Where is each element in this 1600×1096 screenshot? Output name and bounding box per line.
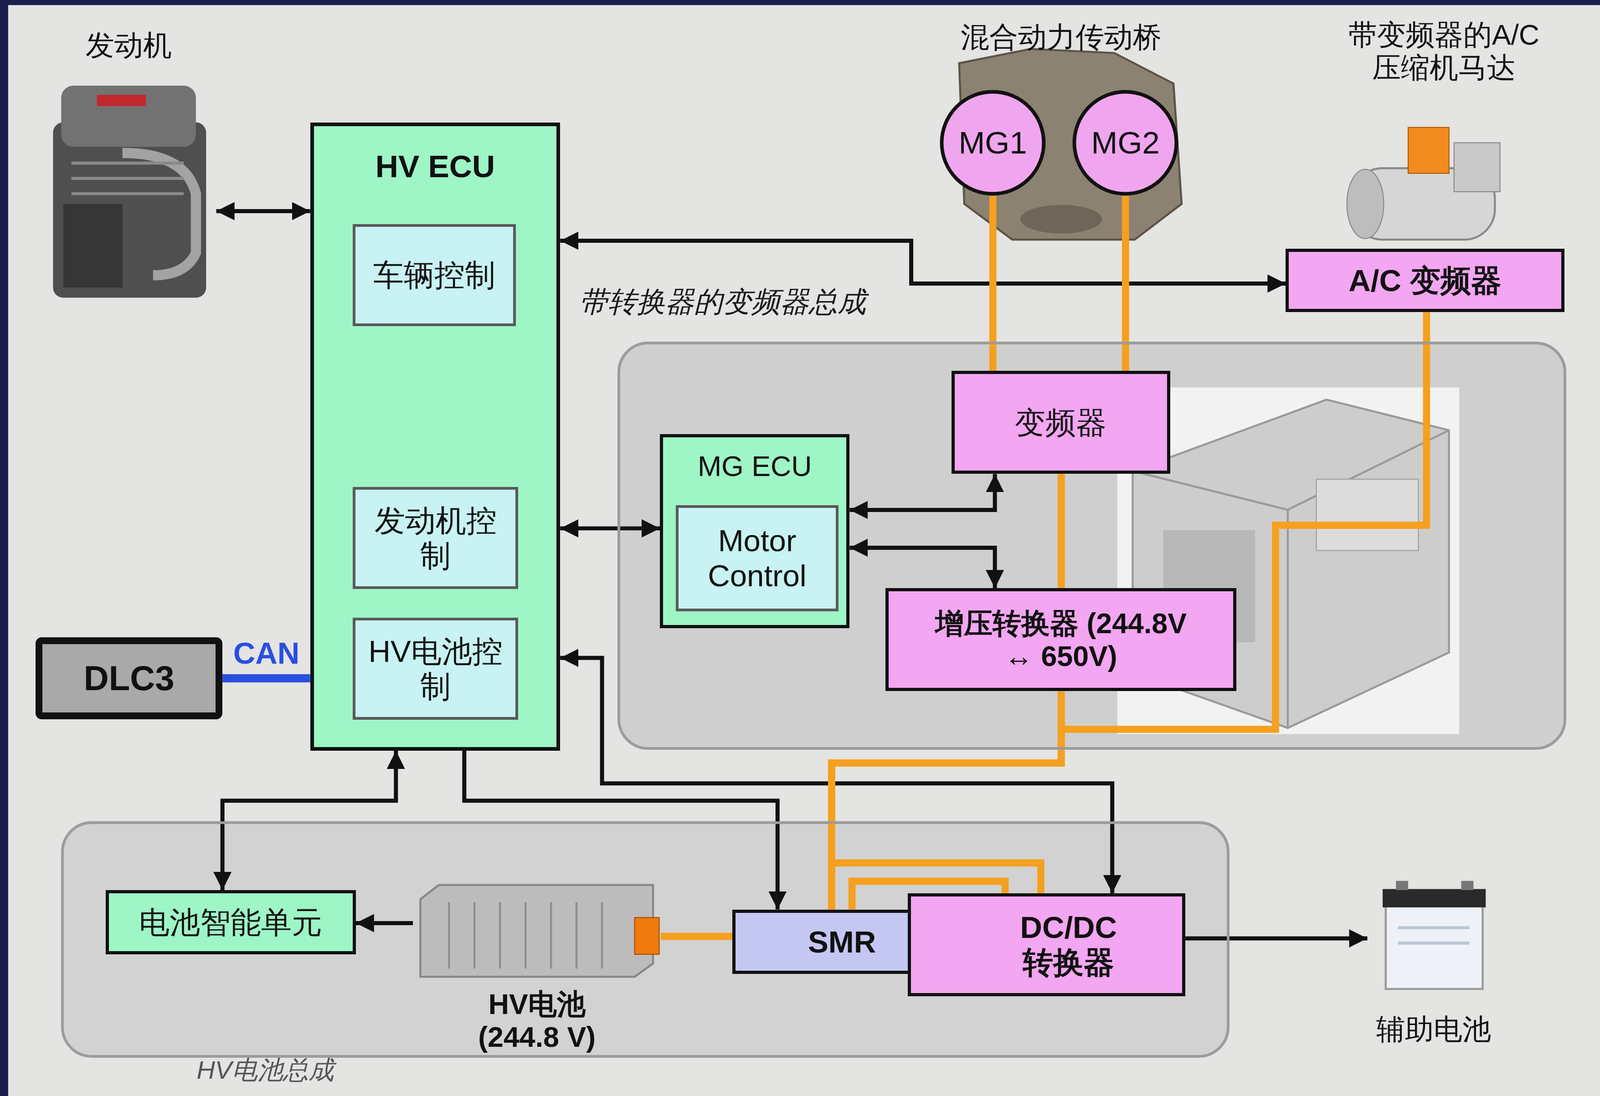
ground	[8, 5, 1600, 1096]
converter-box: 增压转换器 (244.8V ↔ 650V)	[885, 588, 1237, 692]
battery-terminal	[1461, 881, 1474, 891]
assembly-heading: HV电池总成	[196, 1055, 335, 1086]
function-box: 发动机控制	[352, 487, 519, 590]
connector-box: DLC3	[35, 637, 223, 720]
hv-battery-picture: HV电池 (244.8 V)	[412, 882, 661, 1054]
node-label: HV电池 (244.8 V)	[450, 987, 624, 1054]
compressor-connector	[1408, 127, 1450, 174]
engine-illustration	[52, 85, 206, 299]
engine-part	[63, 204, 123, 289]
node-label: HV ECU	[375, 148, 495, 186]
connector	[989, 195, 997, 371]
connector	[560, 240, 1286, 284]
connector	[216, 209, 311, 214]
ecu-box: MG ECU Motor Control	[659, 434, 850, 628]
compressor-part	[1454, 142, 1501, 192]
motor-circle-shape	[1074, 91, 1177, 194]
connector	[222, 751, 397, 891]
assembly-heading: 带转换器的变频器总成	[579, 285, 867, 319]
node-label: 带变频器的A/C 压缩机马达	[1341, 18, 1546, 84]
aux-battery-lid	[1382, 889, 1486, 908]
battery-ribs	[448, 902, 602, 969]
node-label: 辅助电池	[1376, 1013, 1492, 1046]
node-label: DLC3	[83, 658, 175, 699]
node-label: MG1	[958, 124, 1027, 162]
engine-block	[52, 122, 206, 299]
valve-cover	[61, 85, 196, 147]
node-label: SMR	[807, 924, 876, 960]
ecu-box: HV ECU 车辆控制发动机控制 HV电池控制	[310, 122, 561, 752]
connector	[560, 658, 1112, 894]
node-label: MG ECU	[697, 449, 813, 483]
assembly-band: HV电池总成电池智能单元HV电池 (244.8 V)SMRDC/DC 转换器	[61, 821, 1230, 1059]
node-label: DC/DC 转换器	[1002, 910, 1135, 981]
inverter-part	[1316, 479, 1419, 551]
connector	[660, 933, 733, 941]
battery-unit-box: 电池智能单元	[105, 890, 356, 955]
aux-battery-illustration	[1382, 881, 1486, 990]
node-label: HV电池控制	[363, 633, 508, 705]
battery-connector	[634, 917, 660, 955]
converter-box: DC/DC 转换器	[907, 893, 1186, 997]
signal-label: CAN	[233, 636, 300, 671]
function-box: 车辆控制	[352, 224, 516, 327]
node-label: Motor Control	[686, 523, 828, 594]
intake-pipe	[122, 153, 196, 276]
node-label: 车辆控制	[373, 257, 496, 293]
band-fill	[61, 821, 1230, 1058]
engine-ribs	[71, 163, 184, 194]
inverter-box: 变频器	[951, 370, 1170, 474]
connector	[831, 691, 1062, 910]
connector	[1057, 473, 1065, 589]
function-box: Motor Control	[675, 505, 839, 612]
aux-battery-lines	[1398, 928, 1470, 944]
node-label: 增压转换器 (244.8V ↔ 650V)	[928, 607, 1194, 673]
transaxle-part	[1020, 205, 1102, 234]
connector	[464, 751, 778, 911]
connector	[222, 674, 311, 683]
battery-terminal	[1395, 881, 1409, 891]
engine-logo	[97, 94, 146, 107]
node-label: 发动机控制	[363, 503, 508, 574]
compressor-face	[1347, 169, 1384, 239]
assembly-band: 带转换器的变频器总成MG ECUMotor Control变频器增压转换器 (2…	[617, 341, 1567, 751]
connector	[849, 473, 995, 510]
compressor-illustration	[1347, 127, 1501, 240]
motor-circle: MG1	[939, 89, 1046, 196]
compressor-picture: 带变频器的A/C 压缩机马达	[1321, 18, 1567, 245]
connector	[831, 312, 1427, 910]
motor-circle: MG2	[1072, 89, 1179, 196]
node-label: 电池智能单元	[138, 905, 323, 941]
connector	[560, 526, 660, 531]
aux-battery-body	[1385, 903, 1483, 990]
engine-picture: 发动机	[41, 28, 217, 310]
battery-body	[420, 885, 654, 978]
hv-battery-illustration	[420, 885, 660, 978]
connector	[1185, 936, 1368, 942]
connector	[849, 547, 995, 589]
connector	[355, 921, 413, 926]
aux-battery-picture: 辅助电池	[1367, 879, 1500, 1046]
function-box: HV电池控制	[352, 617, 519, 721]
inverter-box: A/C 变频器	[1285, 248, 1564, 313]
node-label: 混合动力传动桥	[960, 20, 1162, 54]
node-label: MG2	[1091, 124, 1160, 162]
motor-circle-shape	[941, 91, 1045, 194]
connector	[1121, 195, 1130, 371]
node-label: 发动机	[85, 28, 172, 62]
node-label: A/C 变频器	[1348, 262, 1502, 299]
node-label: 变频器	[1014, 405, 1107, 441]
transaxle-picture: 混合动力传动桥 MG1 MG2	[933, 20, 1189, 240]
